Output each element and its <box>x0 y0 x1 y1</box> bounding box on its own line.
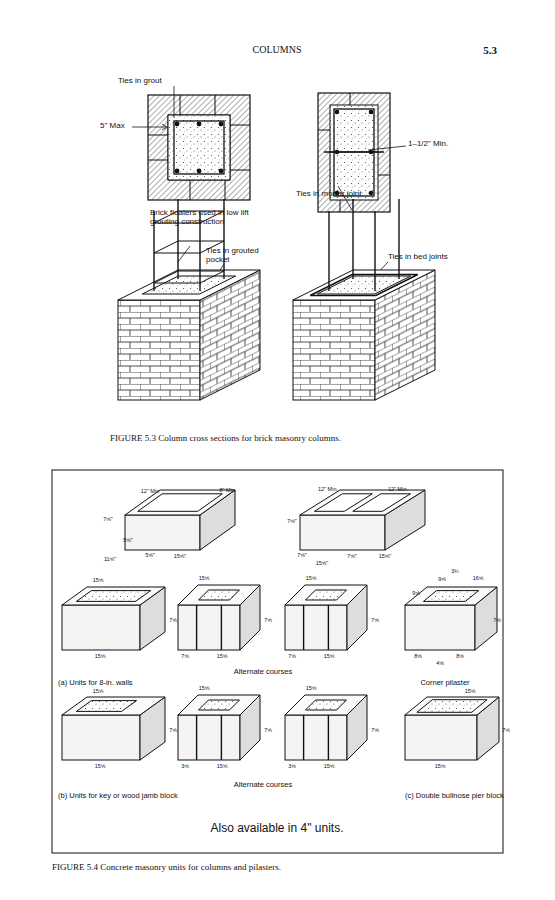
dimension: 8⅝ <box>456 653 464 659</box>
dimension: 7⅝" <box>347 553 357 559</box>
dimension: 3⅝ <box>288 763 296 769</box>
dimension: 7⅝" <box>297 552 307 558</box>
dimension: 15⅝" <box>316 560 329 566</box>
callout: Ties in grouted pocket <box>206 246 278 264</box>
dimension: 15⅝ <box>324 653 335 659</box>
dimension: 7⅝ <box>371 727 379 733</box>
dimension: 9⅝ <box>438 576 446 582</box>
callout: Ties in grout <box>118 76 162 85</box>
dimension: 15⅝ <box>93 688 104 694</box>
figure-caption: FIGURE 5.4 Concrete masonry units for co… <box>52 862 281 872</box>
sub-caption: Alternate courses <box>234 781 292 790</box>
callout: Brick floaters used in low lift grouting… <box>150 208 255 226</box>
running-head: COLUMNS <box>253 44 302 56</box>
dimension: 15⅝ <box>95 763 106 769</box>
callout: Ties in bed joints <box>388 252 448 261</box>
dimension: 7⅝ <box>169 617 177 623</box>
dimension: 9⅝ <box>412 590 420 596</box>
dimension: 7⅝ <box>371 617 379 623</box>
dimension: 11⅝" <box>104 556 116 562</box>
note: Also available in 4" units. <box>210 822 343 836</box>
dimension: 7⅝ <box>264 727 272 733</box>
dimension: 12" Min. <box>388 486 408 492</box>
dimension: 15⅝ <box>217 763 228 769</box>
figure-caption: FIGURE 5.3 Column cross sections for bri… <box>110 433 341 443</box>
dimension: 8⅝ <box>414 653 422 659</box>
dimension: 15⅝ <box>465 688 476 694</box>
sub-caption: Corner pilaster <box>420 679 469 688</box>
dimension: 15⅝ <box>306 685 317 691</box>
dimension: 15⅝ <box>199 575 210 581</box>
dimension: 12" Min <box>141 488 159 494</box>
dimension: 7⅝ <box>169 727 177 733</box>
dimension: 15⅝ <box>199 685 210 691</box>
dimension: 7⅝ <box>264 617 272 623</box>
sub-caption: (b) Units for key or wood jamb block <box>58 792 178 801</box>
sub-caption: (c) Double bullnose pier block <box>405 792 504 801</box>
dimension: 5⅝" <box>123 537 133 543</box>
dimension: 7⅝ <box>181 653 189 659</box>
dimension: 15⅝ <box>95 653 106 659</box>
dimension: 15⅝ <box>93 577 104 583</box>
callout: Ties in mortar joint <box>296 189 362 198</box>
dimension: 4⅝ <box>436 660 444 666</box>
dimension: 5⅝" <box>145 552 155 558</box>
dimension: 12" Min. <box>318 486 338 492</box>
dimension: 7⅝" <box>103 516 113 522</box>
dimension: 3¾ <box>451 568 459 574</box>
sub-caption: (a) Units for 8-in. walls <box>58 679 133 688</box>
dimension: 7⅝" <box>287 518 297 524</box>
dimension: 7⅝ <box>502 727 510 733</box>
dimension: 15⅝" <box>379 553 392 559</box>
sub-caption: Alternate courses <box>234 668 292 677</box>
dimension: 15⅝" <box>174 553 187 559</box>
dimension: 7⅝ <box>493 617 501 623</box>
dimension: 15⅝ <box>306 575 317 581</box>
dimension: 3⅝ <box>181 763 189 769</box>
dimension: 1–1/2" Min. <box>408 139 448 148</box>
dimension: 7⅝ <box>288 653 296 659</box>
dimension: 16⅝ <box>473 575 484 581</box>
dimension: 15⅝ <box>324 763 335 769</box>
page-number: 5.3 <box>483 44 497 57</box>
dimension: 5" Max <box>100 121 125 130</box>
dimension: 8" Min. <box>220 487 237 493</box>
dimension: 15⅝ <box>217 653 228 659</box>
dimension: 15⅝ <box>435 763 446 769</box>
